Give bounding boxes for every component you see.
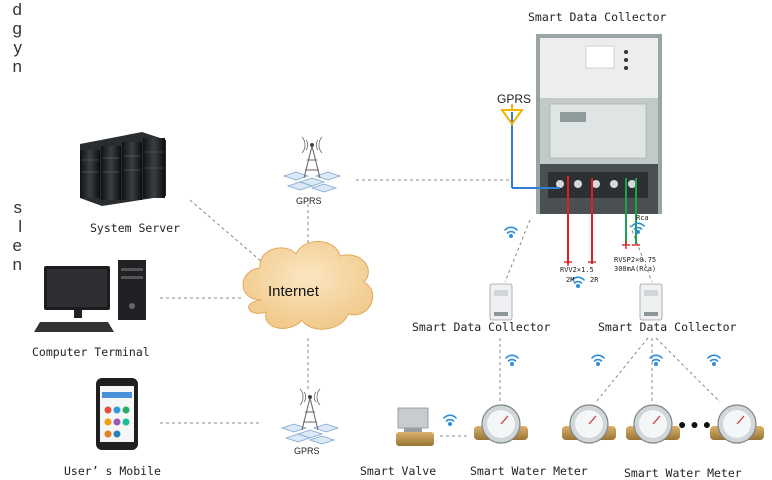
wifi-icons [443,222,721,427]
water-meter-left-label: Smart Water Meter [470,464,588,478]
smart-valve-icon [396,407,434,446]
users-mobile-label: User’ s Mobile [64,464,161,478]
collector-left-label: Smart Data Collector [412,320,551,334]
gprs-top-label: GPRS [296,196,322,206]
wire-spec-right-1: RVSP2×0.75 [614,256,657,264]
internet-label: Internet [268,283,319,300]
collector-right-device [639,283,663,321]
mobile-phone-icon [96,378,138,450]
computer-terminal-label: Computer Terminal [32,345,150,359]
computer-terminal-icon [34,260,146,332]
collector-left-device [489,283,513,321]
wire-spec-right-top: Rca [636,214,649,222]
collector-right-label: Smart Data Collector [598,320,737,334]
antenna-icon [500,104,524,126]
wire-spec-left-1: RVV2×1.5 [560,266,594,274]
gprs-antenna-label: GPRS [497,92,532,106]
wire-polarity [564,241,640,266]
wire-spec-right-2: 300mA(Rca) [614,265,657,273]
internet-cloud-icon [242,241,374,330]
water-meter-right-label: Smart Water Meter [624,466,742,480]
main-collector-device [536,34,662,214]
main-collector-label: Smart Data Collector [528,10,667,24]
wire-spec-left-3: 2R [590,276,599,284]
gprs-tower-bottom-icon [280,388,340,445]
server-icon [80,132,166,206]
system-server-label: System Server [90,221,181,235]
gprs-bottom-label: GPRS [294,446,320,456]
more-meters-ellipsis: ● ● ● [678,416,712,432]
water-meter-icons [474,404,764,444]
wire-spec-left-2: 2M [566,276,575,284]
smart-valve-label: Smart Valve [360,464,437,478]
gprs-tower-top-icon [282,136,342,193]
connection-lines [160,179,721,437]
